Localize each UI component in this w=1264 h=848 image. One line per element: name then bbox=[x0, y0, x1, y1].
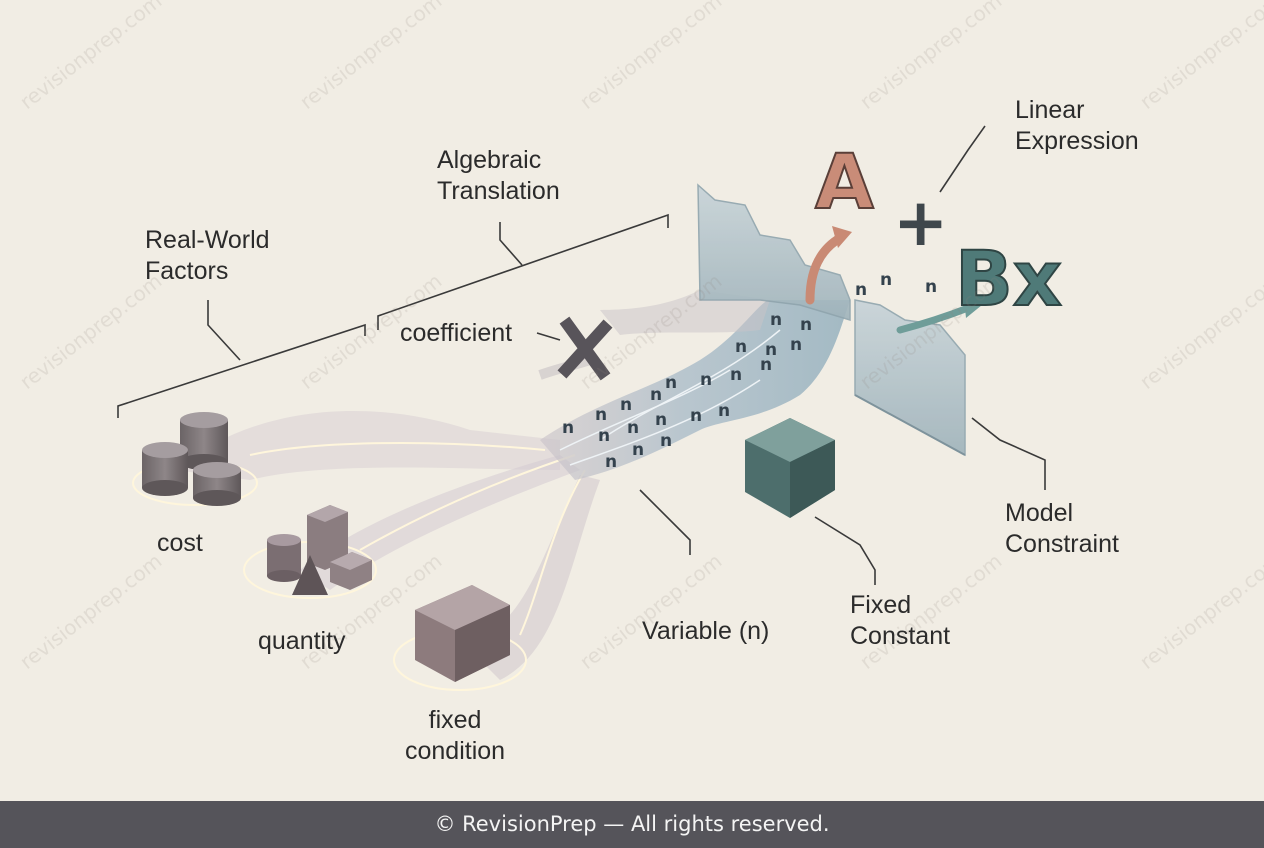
label-line: Algebraic bbox=[437, 146, 542, 174]
variable-n-glyph: n bbox=[632, 440, 644, 460]
variable-n-glyph: n bbox=[562, 418, 574, 438]
label-line: condition bbox=[405, 737, 506, 765]
variable-n-glyph: n bbox=[730, 365, 742, 385]
expression-arrows bbox=[805, 226, 982, 334]
label-line: Fixed bbox=[850, 591, 912, 619]
expression-a: A bbox=[815, 137, 874, 226]
label-linear-expression: Linear Expression bbox=[1015, 95, 1139, 157]
variable-n-glyph: n bbox=[880, 270, 892, 290]
variable-n-glyph: n bbox=[627, 418, 639, 438]
label-fixed-constant: Fixed Constant bbox=[850, 590, 950, 652]
variable-n-glyph: n bbox=[700, 370, 712, 390]
variable-n-glyph: n bbox=[665, 373, 677, 393]
variable-n-glyph: n bbox=[650, 385, 662, 405]
expression-bx: Bx bbox=[955, 234, 1062, 323]
variable-n-glyph: n bbox=[760, 355, 772, 375]
expression-plus: + bbox=[893, 184, 948, 261]
quantity-shapes bbox=[243, 505, 377, 599]
variable-n-glyph: n bbox=[660, 431, 672, 451]
variable-n-glyph: n bbox=[718, 401, 730, 421]
label-algebraic-translation: Algebraic Translation bbox=[437, 145, 560, 207]
leader-lines bbox=[117, 125, 1046, 585]
variable-n-glyph: n bbox=[735, 337, 747, 357]
translation-channel bbox=[540, 290, 850, 480]
label-line: Linear bbox=[1015, 96, 1085, 124]
copyright-footer: © RevisionPrep — All rights reserved. bbox=[0, 801, 1264, 848]
variable-n-glyph: n bbox=[765, 340, 777, 360]
variable-n-glyph: n bbox=[800, 315, 812, 335]
label-line: Expression bbox=[1015, 127, 1139, 155]
input-streams bbox=[175, 410, 600, 680]
label-cost: cost bbox=[157, 529, 203, 557]
variable-n-glyph: n bbox=[655, 410, 667, 430]
variable-n-glyph: n bbox=[855, 280, 867, 300]
fixed-condition-cube bbox=[393, 585, 527, 691]
cost-coin-stacks bbox=[132, 412, 258, 506]
label-line: fixed bbox=[428, 706, 482, 734]
fixed-constant-cube bbox=[745, 418, 835, 518]
label-line: Constant bbox=[850, 622, 951, 650]
variable-n-glyph: n bbox=[605, 452, 617, 472]
label-line: Translation bbox=[437, 177, 560, 205]
label-coefficient: coefficient bbox=[400, 319, 513, 347]
label-real-world-factors: Real-World Factors bbox=[145, 225, 270, 287]
linear-expression: A + Bx bbox=[814, 136, 1063, 324]
variable-n-glyph: n bbox=[690, 406, 702, 426]
coefficient-times-icon bbox=[538, 316, 613, 381]
variable-n-glyph: n bbox=[925, 277, 937, 297]
variable-n-glyph: n bbox=[790, 335, 802, 355]
label-line: Real-World bbox=[145, 226, 270, 254]
variable-n-glyph: n bbox=[598, 426, 610, 446]
variable-n-glyph: n bbox=[620, 395, 632, 415]
label-variable: Variable (n) bbox=[642, 617, 770, 645]
label-quantity: quantity bbox=[258, 627, 346, 655]
label-line: Constraint bbox=[1005, 530, 1119, 558]
variable-n-glyph: n bbox=[770, 310, 782, 330]
label-line: Factors bbox=[145, 257, 229, 285]
label-model-constraint: Model Constraint bbox=[1005, 498, 1119, 560]
variable-n-glyph: n bbox=[595, 405, 607, 425]
label-line: Model bbox=[1005, 499, 1074, 527]
label-fixed-condition: fixed condition bbox=[405, 705, 505, 767]
